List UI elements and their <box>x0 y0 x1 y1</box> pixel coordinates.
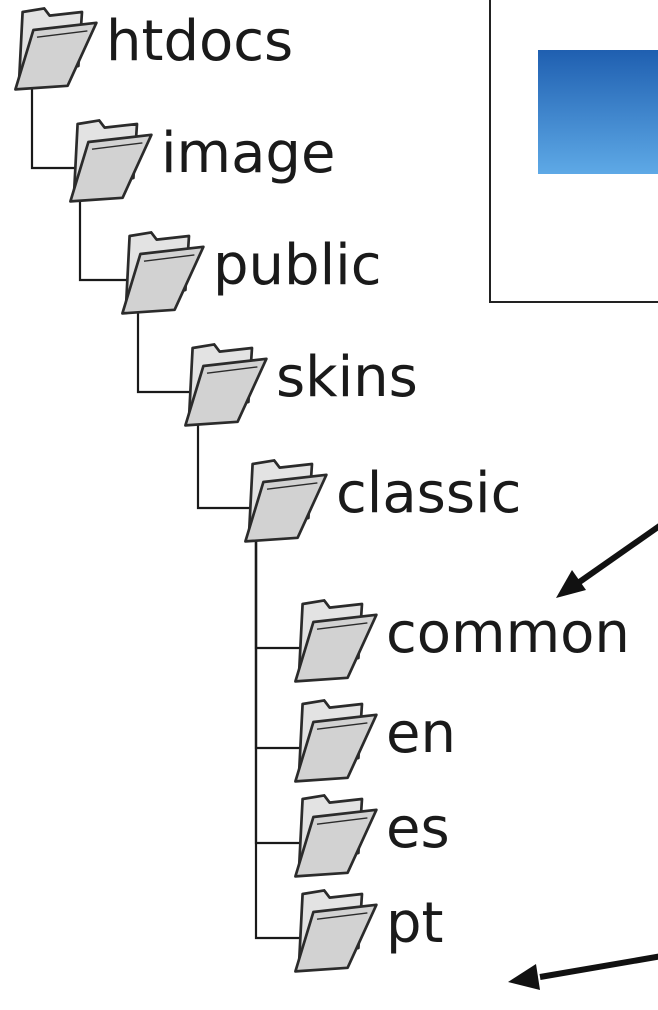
folder-label-public: public <box>213 233 382 298</box>
folder-label-classic: classic <box>336 461 522 526</box>
folder-label-pt: pt <box>386 891 444 956</box>
folder-icon <box>294 889 378 973</box>
folder-icon <box>294 599 378 683</box>
folder-label-htdocs: htdocs <box>106 9 294 74</box>
connector-public <box>78 198 135 282</box>
tree-connectors <box>30 86 308 940</box>
connector-image <box>30 86 83 170</box>
folder-icon <box>14 7 98 91</box>
folder-icon <box>294 794 378 878</box>
folder-label-skins: skins <box>276 345 418 410</box>
folder-label-es: es <box>386 796 450 861</box>
folder-label-common: common <box>386 601 630 666</box>
connector-pt <box>254 538 308 940</box>
blue-gradient-swatch <box>538 50 658 174</box>
connector-skins <box>136 310 198 394</box>
folder-icon <box>184 343 268 427</box>
connector-es <box>254 538 308 845</box>
folder-icon <box>69 119 153 203</box>
connector-classic <box>196 422 258 510</box>
arrow-to-pt-icon <box>508 953 658 990</box>
folder-icon <box>121 231 205 315</box>
folder-label-en: en <box>386 701 456 766</box>
arrow-to-common-icon <box>556 523 658 598</box>
folder-icon <box>244 459 328 543</box>
folder-label-image: image <box>161 121 336 186</box>
folder-icon <box>294 699 378 783</box>
